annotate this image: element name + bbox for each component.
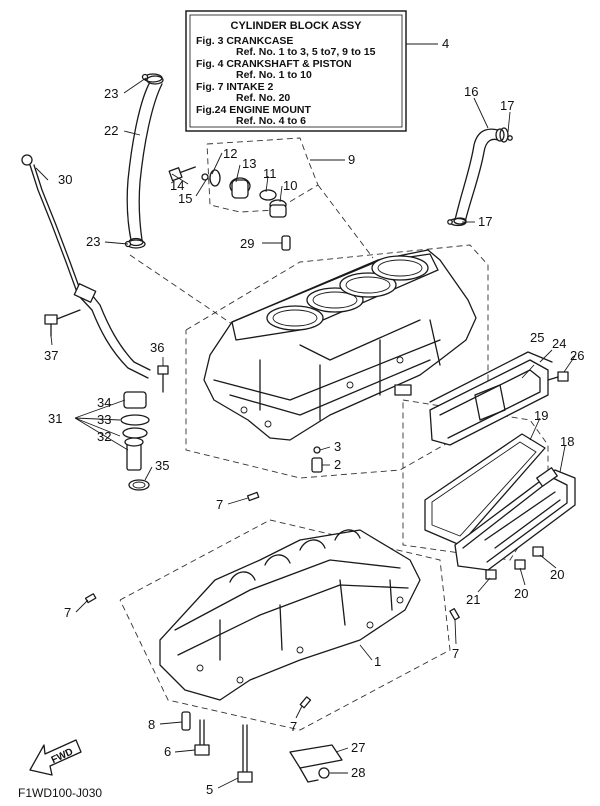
- gasket-24: [429, 351, 553, 403]
- callout-16: 16: [464, 84, 478, 99]
- leader-lines: [35, 43, 576, 789]
- callout-21: 21: [466, 592, 480, 607]
- callout-37: 37: [44, 348, 58, 363]
- callout-22: 22: [104, 123, 118, 138]
- oil-tube-31: [73, 283, 151, 379]
- hose-16: [453, 128, 505, 225]
- callout-17: 17: [500, 98, 514, 113]
- dipstick-30: [21, 154, 83, 296]
- callout-1: 1: [374, 654, 381, 669]
- callout-7: 7: [216, 497, 223, 512]
- callout-labels: 4 23 22 23 16 17 17 9 12 13 11 10 14 15 …: [44, 36, 584, 797]
- callout-24: 24: [552, 336, 566, 351]
- callout-25: 25: [530, 330, 544, 345]
- callout-6: 6: [164, 744, 171, 759]
- bolt-20: [514, 546, 544, 570]
- callout-17: 17: [478, 214, 492, 229]
- gasket-19: [424, 433, 546, 546]
- fwd-label: FWD: [50, 746, 75, 766]
- callout-26: 26: [570, 348, 584, 363]
- callout-15: 15: [178, 191, 192, 206]
- callout-7: 7: [64, 605, 71, 620]
- legend-line: Ref. No. 1 to 3, 5 to7, 9 to 15: [236, 46, 376, 58]
- hose-22: [126, 75, 164, 247]
- legend-line: Fig. 3 CRANKCASE: [196, 35, 293, 47]
- legend-line: Fig.24 ENGINE MOUNT: [196, 104, 312, 116]
- callout-12: 12: [223, 146, 237, 161]
- bolt-26: [547, 371, 569, 382]
- callout-3: 3: [334, 439, 341, 454]
- legend-line: Fig. 4 CRANKSHAFT & PISTON: [196, 58, 352, 70]
- callout-2: 2: [334, 457, 341, 472]
- fitting-group-32-34: [120, 391, 150, 471]
- callout-13: 13: [242, 156, 256, 171]
- callout-23: 23: [86, 234, 100, 249]
- callout-35: 35: [155, 458, 169, 473]
- legend-line: Fig. 7 INTAKE 2: [196, 81, 274, 93]
- callout-33: 33: [97, 412, 111, 427]
- pin-8: [181, 711, 191, 731]
- cylinder-block: [203, 249, 477, 441]
- callout-20: 20: [550, 567, 564, 582]
- callout-9: 9: [348, 152, 355, 167]
- callout-29: 29: [240, 236, 254, 251]
- callout-32: 32: [97, 429, 111, 444]
- cover-18: [454, 467, 576, 571]
- dowel-2: [311, 446, 323, 473]
- legend-line: Ref. No. 1 to 10: [236, 69, 312, 81]
- bolt-5: [237, 724, 253, 783]
- legend-line: Ref. No. 4 to 6: [236, 115, 306, 127]
- o-ring-35: [128, 479, 150, 491]
- dowel-29: [281, 235, 291, 251]
- callout-30: 30: [58, 172, 72, 187]
- callout-14: 14: [170, 178, 184, 193]
- callout-20: 20: [514, 586, 528, 601]
- callout-7: 7: [290, 719, 297, 734]
- fwd-arrow-icon: FWD: [29, 739, 82, 776]
- legend-title: CYLINDER BLOCK ASSY: [231, 20, 363, 32]
- callout-10: 10: [283, 178, 297, 193]
- callout-5: 5: [206, 782, 213, 797]
- legend-box: CYLINDER BLOCK ASSY Fig. 3 CRANKCASE Ref…: [185, 10, 407, 132]
- legend-line: Ref. No. 20: [236, 92, 290, 104]
- cover-25: [429, 359, 549, 446]
- bolt-36: [157, 365, 169, 393]
- callout-4: 4: [442, 36, 449, 51]
- crankcase-lower: [159, 529, 421, 701]
- callout-28: 28: [351, 765, 365, 780]
- callout-27: 27: [351, 740, 365, 755]
- callout-19: 19: [534, 408, 548, 423]
- callout-18: 18: [560, 434, 574, 449]
- callout-23: 23: [104, 86, 118, 101]
- bolt-21: [485, 569, 497, 580]
- callout-8: 8: [148, 717, 155, 732]
- callout-7: 7: [452, 646, 459, 661]
- callout-34: 34: [97, 395, 111, 410]
- diagram-code: F1WD100-J030: [18, 786, 102, 800]
- screw-28: [318, 767, 330, 779]
- callout-36: 36: [150, 340, 164, 355]
- callout-11: 11: [263, 166, 277, 181]
- bracket-27: [289, 744, 343, 783]
- fitting-group-9: [168, 166, 287, 218]
- bolt-37: [44, 309, 81, 337]
- callout-31: 31: [48, 411, 62, 426]
- bolt-6: [194, 719, 210, 756]
- clamp-23: [124, 73, 163, 249]
